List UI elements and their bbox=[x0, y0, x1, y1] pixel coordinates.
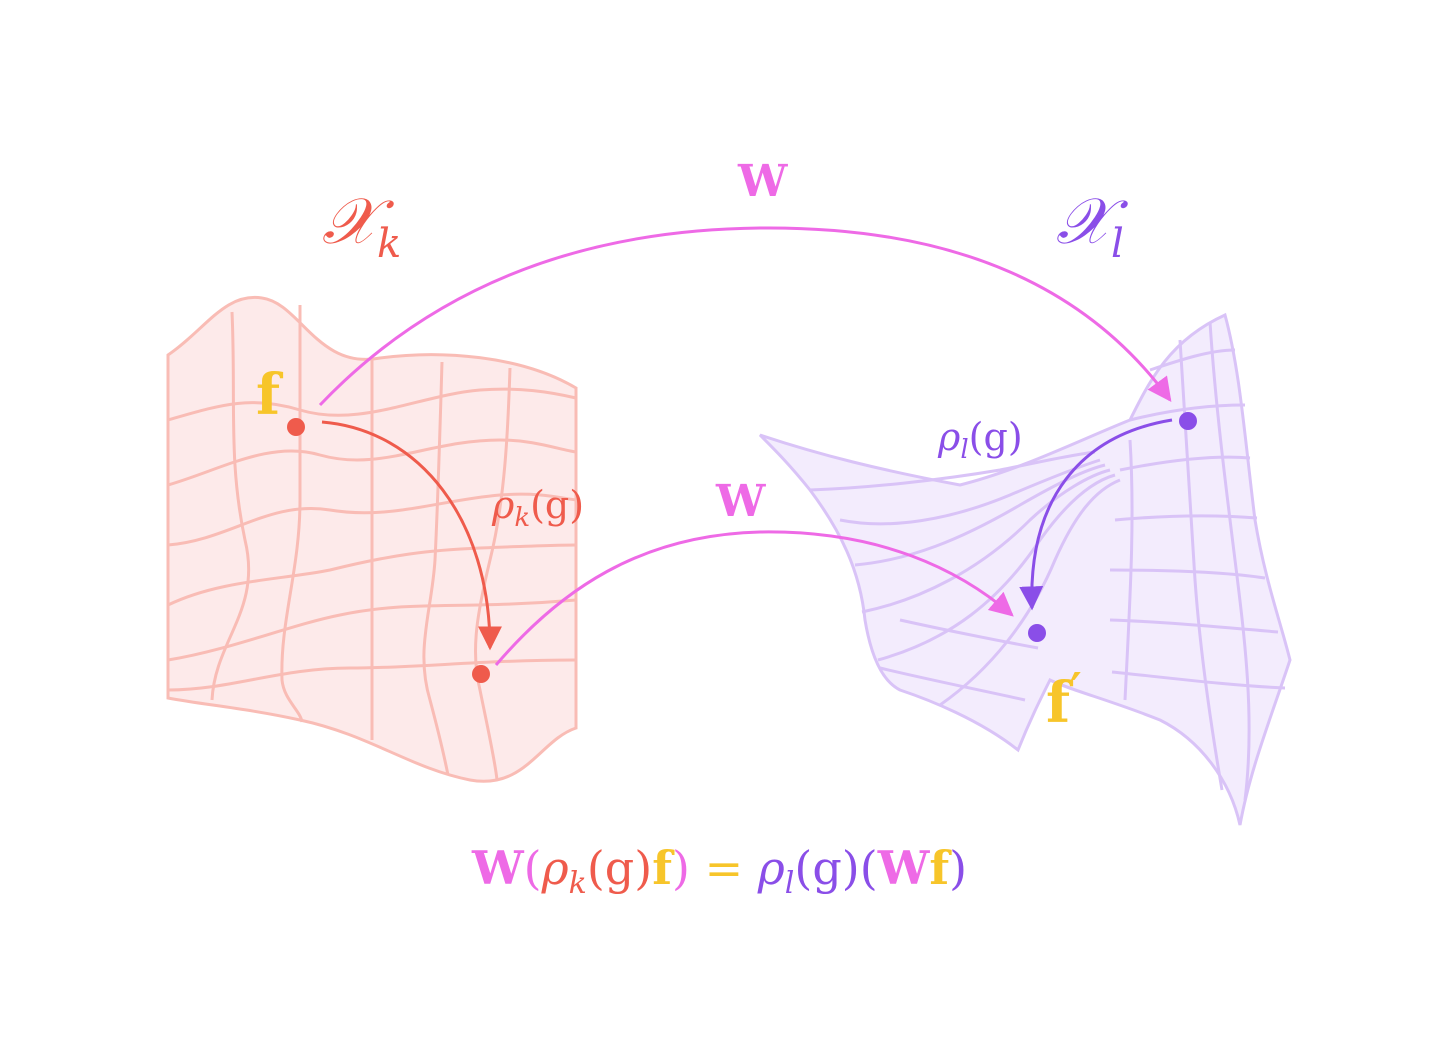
eq-open2: ( bbox=[860, 841, 878, 895]
surface-x-l-grid bbox=[809, 321, 1286, 801]
eq-f2: f bbox=[929, 841, 952, 895]
eq-close2: ) bbox=[949, 841, 967, 895]
label-space-x-l-sub: l bbox=[1111, 221, 1124, 267]
label-rho-l-arg: (g) bbox=[969, 415, 1023, 459]
label-space-x-l: 𝒳l bbox=[1056, 185, 1129, 267]
eq-w1: W bbox=[471, 841, 525, 895]
label-space-x-k-sub: k bbox=[377, 221, 401, 267]
rho-k-arrow bbox=[321, 420, 502, 651]
point-f-bottom bbox=[472, 665, 490, 683]
label-space-x-k: 𝒳k bbox=[322, 185, 401, 267]
surface-x-k-grid bbox=[167, 304, 577, 781]
label-point-f-prime-mark: ′ bbox=[1070, 664, 1082, 715]
eq-rho-k: ρ bbox=[541, 841, 569, 895]
eq-rho-l: ρ bbox=[757, 841, 785, 895]
label-rho-k: ρk(g) bbox=[491, 483, 584, 533]
equivariance-equation: W(ρk(g)f) = ρl(g)(Wf) bbox=[471, 841, 967, 901]
label-map-w-top: W bbox=[737, 156, 788, 207]
surface-x-k bbox=[166, 295, 578, 783]
eq-equals: = bbox=[690, 841, 758, 895]
label-map-w-bottom: W bbox=[715, 476, 766, 527]
rho-l-arrow bbox=[1019, 418, 1173, 611]
surface-x-l-body bbox=[758, 312, 1292, 826]
point-f-top bbox=[287, 418, 305, 436]
eq-g2: (g) bbox=[794, 841, 859, 895]
eq-g1: (g) bbox=[587, 841, 652, 895]
eq-sub-l: l bbox=[785, 866, 795, 901]
label-rho-l-sub: l bbox=[960, 435, 968, 465]
map-w-top-arrow bbox=[318, 226, 1172, 407]
label-rho-l: ρl(g) bbox=[937, 415, 1023, 465]
eq-sub-k: k bbox=[569, 866, 587, 901]
label-rho-k-sub: k bbox=[514, 503, 530, 533]
label-rho-l-rho: ρ bbox=[937, 415, 961, 459]
point-wf-top bbox=[1179, 412, 1197, 430]
label-point-f: f bbox=[256, 362, 284, 428]
label-rho-k-arg: (g) bbox=[530, 483, 584, 527]
map-w-bottom-arrow bbox=[494, 530, 1014, 666]
eq-f1: f bbox=[652, 841, 675, 895]
label-point-f-prime-main: f bbox=[1046, 670, 1074, 736]
eq-w2: W bbox=[877, 841, 931, 895]
eq-close1: ) bbox=[672, 841, 690, 895]
surface-x-l bbox=[758, 312, 1292, 826]
label-point-f-prime: f′ bbox=[1046, 664, 1082, 736]
point-f-prime bbox=[1028, 624, 1046, 642]
eq-open1: ( bbox=[524, 841, 542, 895]
label-rho-k-rho: ρ bbox=[491, 483, 515, 527]
